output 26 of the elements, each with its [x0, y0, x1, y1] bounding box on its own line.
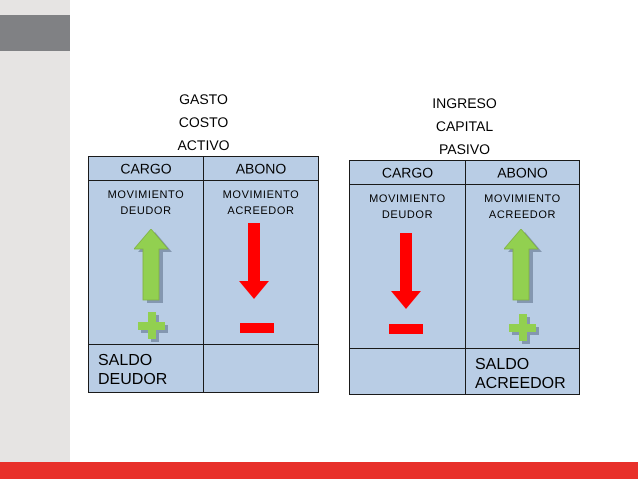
account-name: PASIVO [438, 141, 490, 158]
balance-cell [465, 348, 580, 395]
account-name: GASTO [179, 91, 228, 108]
movement-label: MOVIMIENTO ACREEDOR [484, 192, 561, 222]
balance-cell [88, 344, 204, 393]
movement-cell [465, 184, 580, 349]
header-cell [465, 160, 580, 185]
account-name: ACTIVO [177, 137, 230, 154]
header-cell [203, 156, 319, 181]
header-cell [349, 160, 466, 185]
column-title: CARGO [382, 164, 434, 181]
movement-label: MOVIMIENTO DEUDOR [369, 192, 446, 222]
account-name: CAPITAL [436, 118, 494, 135]
account-name: INGRESO [432, 95, 497, 112]
movement-cell [349, 184, 466, 349]
movement-label: MOVIMIENTO DEUDOR [108, 188, 184, 218]
movement-label: MOVIMIENTO ACREEDOR [222, 188, 300, 218]
header-cell [88, 156, 204, 181]
movement-cell [203, 180, 319, 345]
balance-label: SALDO ACREEDOR [475, 355, 566, 393]
balance-label: SALDO DEUDOR [98, 351, 168, 389]
movement-cell [88, 180, 204, 345]
account-name: COSTO [178, 114, 228, 131]
column-title: CARGO [120, 160, 172, 177]
column-title: ABONO [236, 160, 286, 177]
column-title: ABONO [497, 164, 548, 181]
